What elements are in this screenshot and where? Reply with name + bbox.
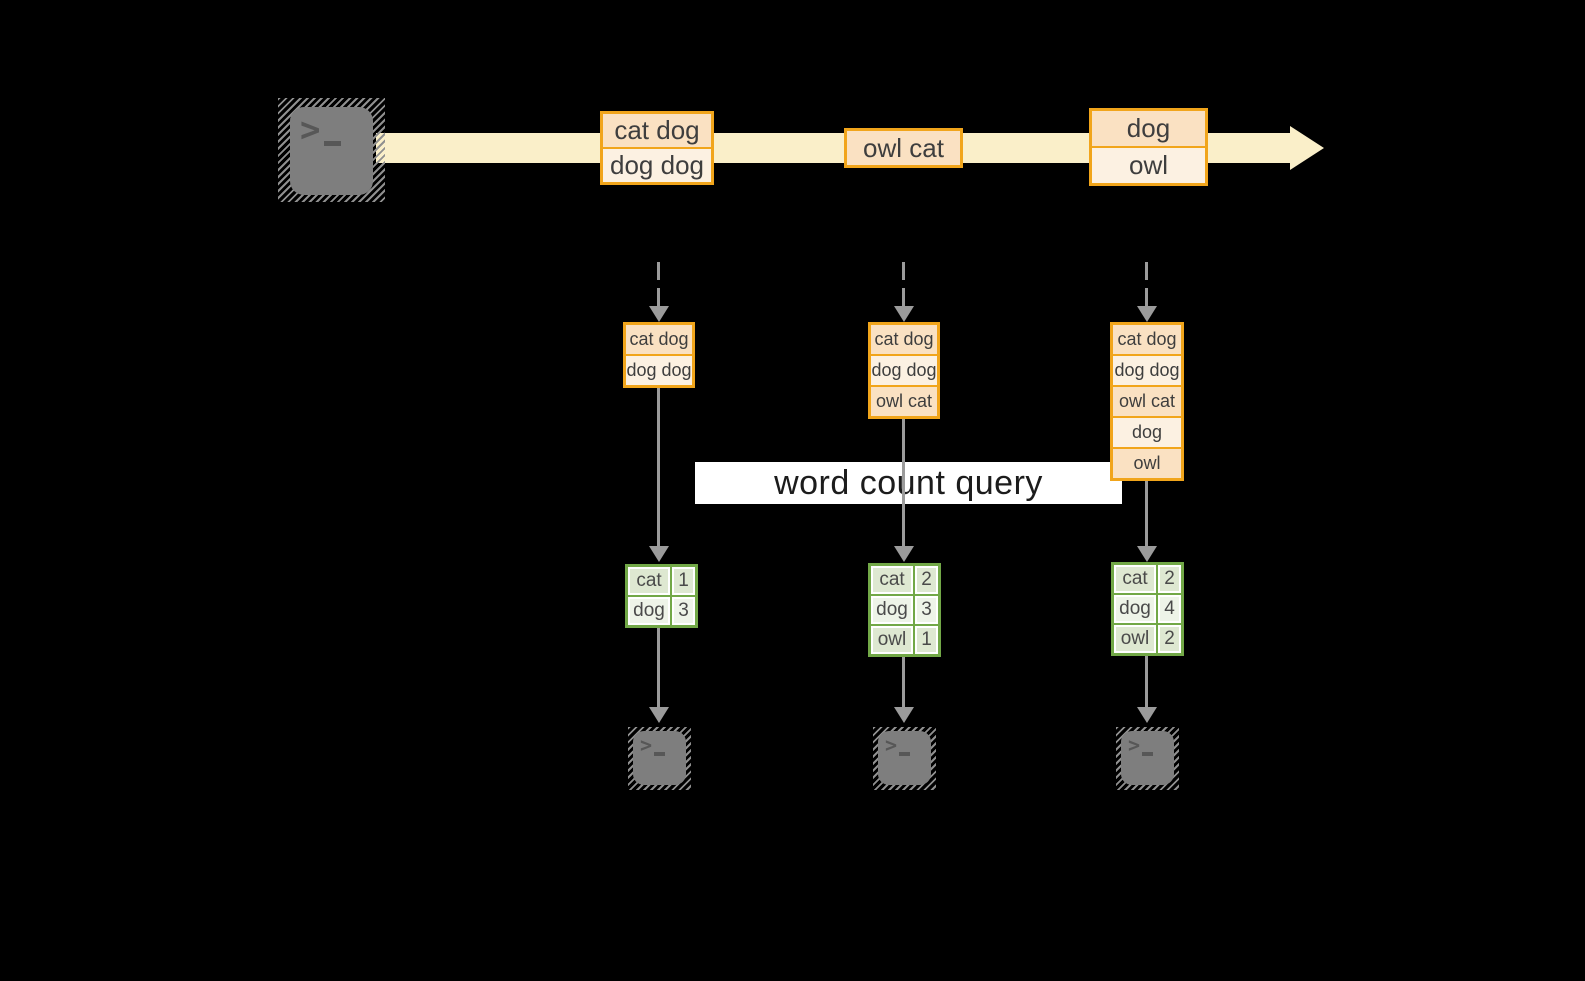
state-buffer-box-2: cat dog dog dog owl cat	[868, 322, 940, 419]
source-terminal-icon: >	[278, 98, 385, 202]
terminal-prompt-icon: >	[640, 733, 653, 757]
arrow-shaft	[1145, 656, 1148, 707]
arrow-down-icon	[894, 707, 914, 723]
stream-event-box-1: cat dog dog dog	[600, 111, 714, 185]
arrow-shaft	[657, 628, 660, 707]
terminal-cursor-icon	[899, 752, 910, 756]
result-count-cell: 4	[1158, 595, 1181, 623]
result-word-cell: dog	[628, 597, 670, 625]
arrow-down-icon	[1137, 707, 1157, 723]
stream-event-line: dog	[1092, 111, 1205, 146]
stream-arrow-head-icon	[1290, 126, 1324, 170]
arrow-shaft	[902, 419, 905, 546]
result-table-1: cat 1 dog 3	[625, 564, 698, 628]
output-terminal-icon: >	[628, 727, 691, 790]
terminal-screen: >	[290, 107, 373, 195]
arrow-shaft	[902, 657, 905, 707]
arrow-down-icon	[1137, 546, 1157, 562]
state-row: cat dog	[871, 325, 937, 354]
result-count-cell: 2	[1158, 625, 1181, 653]
query-label: word count query	[774, 463, 1043, 502]
arrow-down-icon	[649, 707, 669, 723]
dashed-arrow-segment	[1145, 288, 1148, 306]
dashed-arrow-segment	[902, 288, 905, 306]
state-row: owl	[1113, 447, 1181, 478]
terminal-prompt-icon: >	[300, 110, 321, 150]
terminal-prompt-icon: >	[1128, 733, 1141, 757]
result-word-cell: dog	[1114, 595, 1156, 623]
stream-event-line: owl	[1092, 146, 1205, 183]
output-terminal-icon: >	[1116, 727, 1179, 790]
dashed-arrow-segment	[657, 288, 660, 306]
state-row: owl cat	[1113, 385, 1181, 416]
state-row: dog	[1113, 416, 1181, 447]
stream-event-box-2: owl cat	[844, 128, 963, 168]
terminal-screen: >	[633, 731, 686, 785]
state-row: dog dog	[871, 354, 937, 385]
terminal-prompt-icon: >	[885, 733, 898, 757]
dashed-arrow-segment	[902, 262, 905, 280]
state-row: dog dog	[1113, 354, 1181, 385]
stream-event-box-3: dog owl	[1089, 108, 1208, 186]
result-word-cell: owl	[871, 626, 913, 654]
result-word-cell: cat	[1114, 565, 1156, 593]
arrow-down-icon	[894, 546, 914, 562]
state-row: owl cat	[871, 385, 937, 416]
stream-event-line: cat dog	[603, 114, 711, 147]
state-row: dog dog	[626, 354, 692, 385]
state-row: cat dog	[626, 325, 692, 354]
result-count-cell: 1	[915, 626, 938, 654]
arrow-down-icon	[1137, 306, 1157, 322]
state-buffer-box-3: cat dog dog dog owl cat dog owl	[1110, 322, 1184, 481]
arrow-down-icon	[894, 306, 914, 322]
arrow-shaft	[1145, 481, 1148, 546]
dashed-arrow-segment	[1145, 262, 1148, 280]
terminal-screen: >	[878, 731, 931, 785]
dashed-arrow-segment	[657, 262, 660, 280]
result-word-cell: cat	[871, 566, 913, 594]
result-table-3: cat 2 dog 4 owl 2	[1111, 562, 1184, 656]
arrow-down-icon	[649, 306, 669, 322]
result-word-cell: dog	[871, 596, 913, 624]
terminal-cursor-icon	[654, 752, 665, 756]
stream-event-line: owl cat	[847, 131, 960, 165]
state-buffer-box-1: cat dog dog dog	[623, 322, 695, 388]
result-count-cell: 2	[1158, 565, 1181, 593]
result-word-cell: owl	[1114, 625, 1156, 653]
terminal-cursor-icon	[324, 141, 341, 146]
arrow-down-icon	[649, 546, 669, 562]
arrow-shaft	[657, 388, 660, 546]
query-band: word count query	[695, 462, 1122, 504]
result-count-cell: 3	[672, 597, 695, 625]
state-row: cat dog	[1113, 325, 1181, 354]
result-word-cell: cat	[628, 567, 670, 595]
stream-event-line: dog dog	[603, 147, 711, 182]
result-count-cell: 3	[915, 596, 938, 624]
output-terminal-icon: >	[873, 727, 936, 790]
terminal-screen: >	[1121, 731, 1174, 785]
result-count-cell: 1	[672, 567, 695, 595]
result-table-2: cat 2 dog 3 owl 1	[868, 563, 941, 657]
result-count-cell: 2	[915, 566, 938, 594]
terminal-cursor-icon	[1142, 752, 1153, 756]
